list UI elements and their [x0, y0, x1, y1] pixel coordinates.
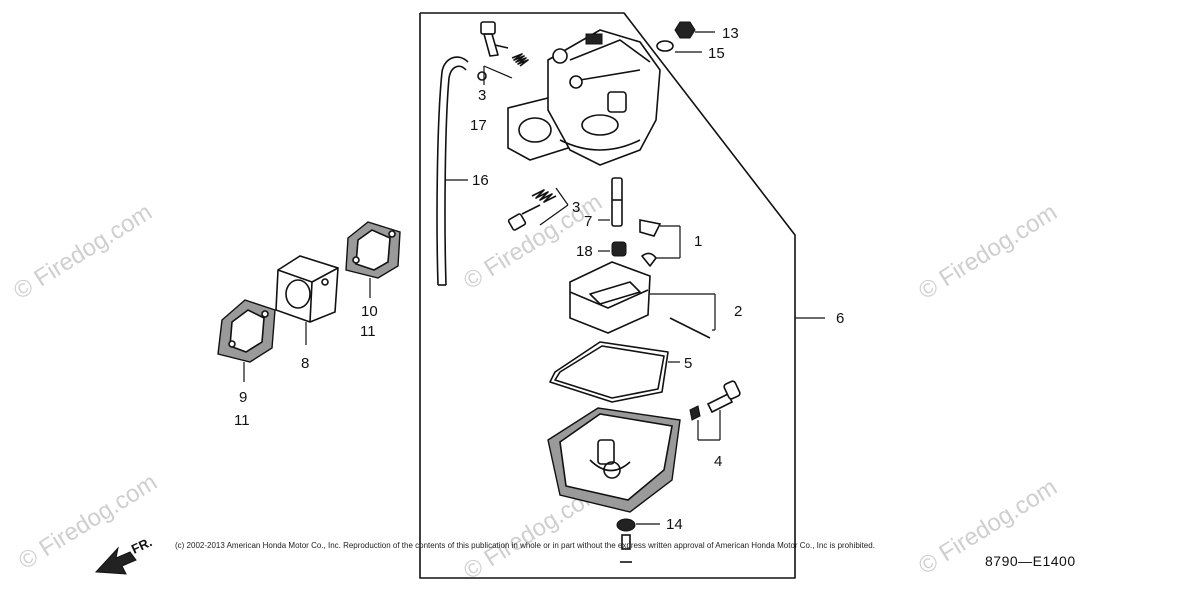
nut-washer	[656, 21, 715, 53]
watermark: © Firedog.com	[914, 199, 1062, 305]
watermarks: © Firedog.com © Firedog.com © Firedog.co…	[9, 189, 1062, 585]
callout-17: 17	[470, 117, 487, 134]
callout-15: 15	[708, 45, 725, 62]
chamber-screw	[689, 380, 741, 441]
gasket-right	[345, 221, 401, 298]
callout-9-alt: 11	[234, 412, 250, 429]
callout-13: 13	[722, 25, 739, 42]
pilot-screw	[477, 21, 529, 85]
float-valve	[639, 219, 681, 267]
callout-5: 5	[684, 355, 692, 372]
main-jet	[598, 177, 627, 257]
throttle-stop-screw	[507, 187, 569, 231]
callouts: 1 2 3 3 4 5 6 7 8 9 11 10 11 13 14 15 16…	[234, 25, 844, 533]
watermark: © Firedog.com	[9, 199, 157, 305]
callout-6: 6	[836, 310, 844, 327]
callout-7: 7	[584, 213, 592, 230]
insulator	[275, 255, 339, 345]
drain-screw	[616, 518, 660, 563]
float-chamber	[547, 407, 681, 513]
callout-3-mid: 3	[572, 199, 580, 216]
callout-14: 14	[666, 516, 683, 533]
diagram-code: 8790—E1400	[985, 553, 1076, 569]
callout-10: 10	[361, 303, 378, 320]
front-direction-label: FR.	[129, 534, 154, 556]
float	[569, 261, 716, 339]
callout-10-alt: 11	[360, 323, 376, 340]
assembly-outline	[419, 12, 796, 579]
gasket-left	[217, 299, 276, 382]
callout-16: 16	[472, 172, 489, 189]
callout-8: 8	[301, 355, 309, 372]
fuel-hose	[436, 56, 469, 286]
callout-18: 18	[576, 243, 593, 260]
carburetor-body	[507, 29, 661, 166]
front-direction-arrow: FR.	[94, 534, 154, 575]
callout-9: 9	[239, 389, 247, 406]
copyright-notice: (c) 2002-2013 American Honda Motor Co., …	[175, 541, 875, 550]
float-chamber-gasket	[549, 341, 680, 403]
callout-1: 1	[694, 233, 702, 250]
callout-3-top: 3	[478, 87, 486, 104]
callout-2: 2	[734, 303, 742, 320]
watermark: © Firedog.com	[14, 469, 162, 575]
callout-4: 4	[714, 453, 722, 470]
